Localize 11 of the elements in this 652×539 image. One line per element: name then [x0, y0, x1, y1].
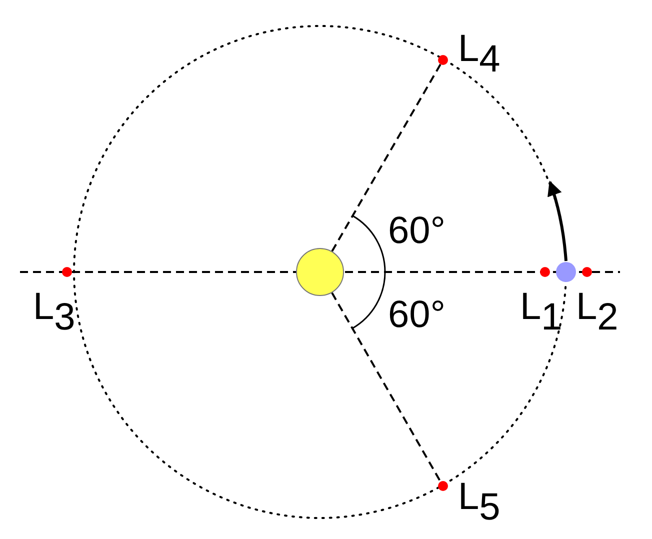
connector-line: [331, 292, 442, 482]
sun-circle: [296, 248, 344, 296]
point-marker: [62, 267, 72, 277]
point-marker: [540, 267, 550, 277]
connector-line: [331, 64, 442, 252]
point-marker: [438, 481, 448, 491]
point-marker: [438, 55, 448, 65]
point-marker: [582, 267, 592, 277]
angle-label: 60°: [388, 296, 446, 334]
angle-label: 60°: [388, 212, 446, 250]
planet-circle: [556, 262, 576, 282]
